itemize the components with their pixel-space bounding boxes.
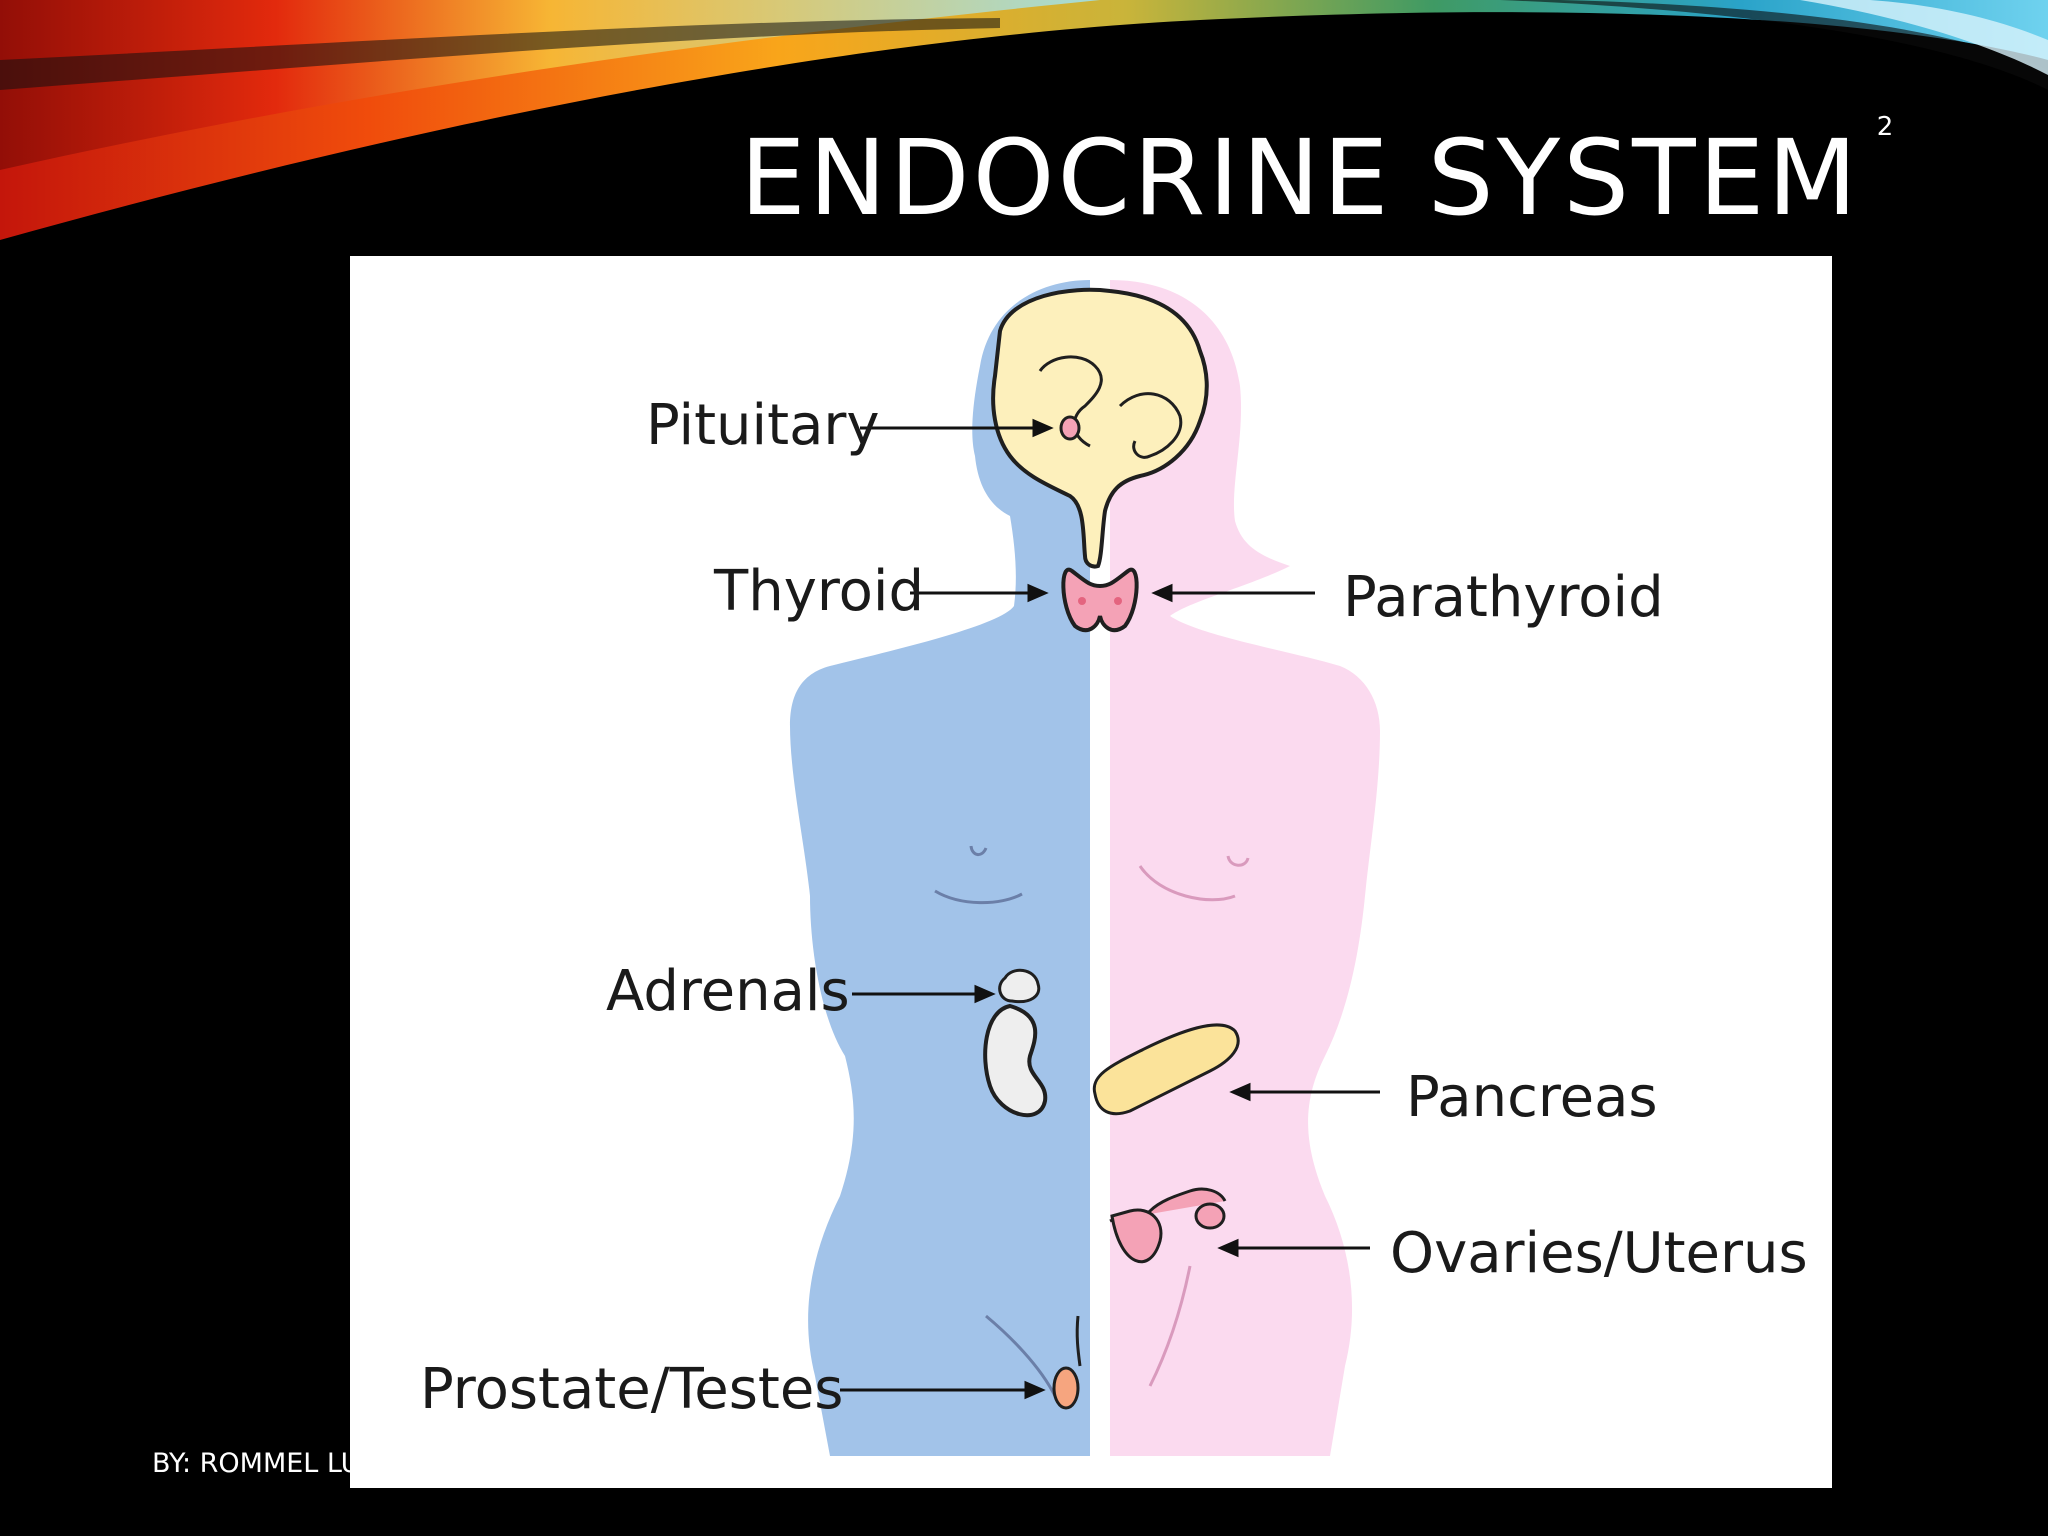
label-ovaries-uterus: Ovaries/Uterus (1390, 1221, 1808, 1286)
arrow-testes (1024, 1380, 1046, 1400)
thyroid-gland (1061, 567, 1139, 633)
label-pituitary: Pituitary (646, 393, 880, 458)
adrenal-gland (998, 968, 1041, 1004)
pancreas (1092, 1023, 1240, 1116)
arrow-parathyroid (1151, 583, 1173, 603)
body-illustration (790, 280, 1380, 1456)
label-prostate-testes: Prostate/Testes (420, 1357, 844, 1422)
arrow-ovaries (1217, 1238, 1239, 1258)
slide-number: 2 (1876, 112, 1894, 142)
decorative-swoosh-header (0, 0, 2048, 240)
testis (1052, 1366, 1080, 1410)
label-pancreas: Pancreas (1406, 1065, 1658, 1130)
kidney (983, 1003, 1048, 1118)
footer-author: BY: ROMMEL LU (152, 1448, 361, 1479)
arrow-adrenals (974, 984, 996, 1004)
slide-title: ENDOCRINE SYSTEM (740, 117, 1861, 239)
brain (991, 287, 1209, 569)
label-parathyroid: Parathyroid (1343, 565, 1664, 630)
female-body-half (1110, 280, 1380, 1456)
endocrine-diagram: Pituitary Thyroid Parathyroid Adrenals P… (350, 256, 1832, 1488)
ovary (1194, 1202, 1226, 1230)
label-thyroid: Thyroid (714, 559, 924, 624)
arrow-pancreas (1229, 1082, 1251, 1102)
arrow-thyroid (1027, 583, 1049, 603)
label-adrenals: Adrenals (606, 959, 850, 1024)
male-body-half (790, 280, 1090, 1456)
arrow-pituitary (1032, 418, 1054, 438)
pituitary-gland (1059, 415, 1081, 441)
